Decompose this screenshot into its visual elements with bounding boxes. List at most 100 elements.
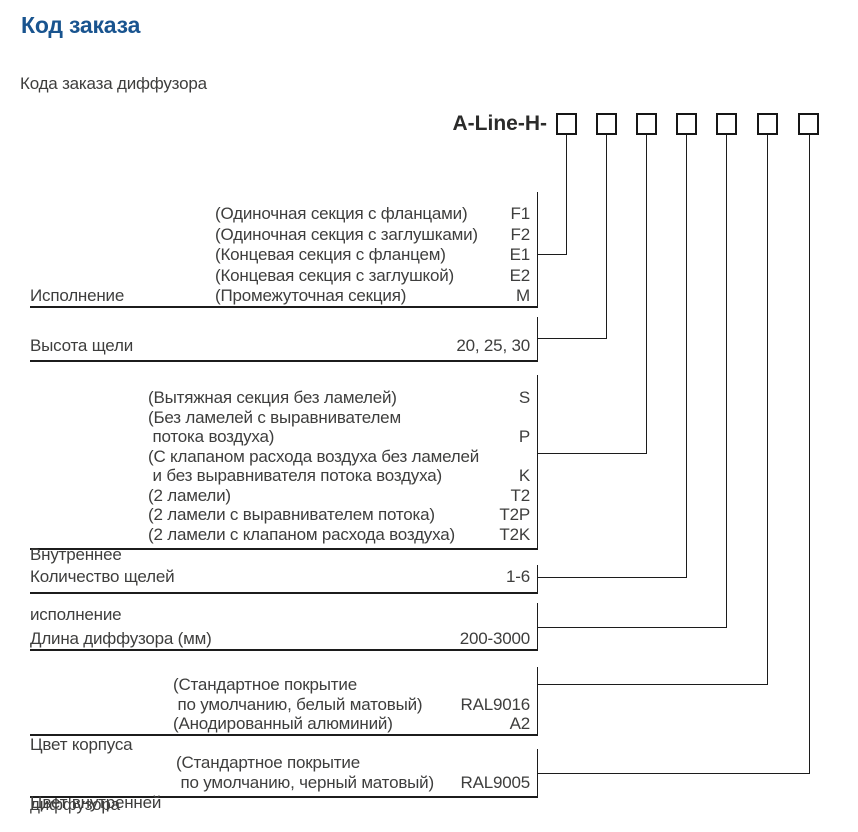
section-1-bracket — [536, 192, 538, 307]
section-4-row: Количество щелей 1-6 — [30, 567, 530, 587]
page-subtitle: Кода заказа диффузора — [20, 74, 207, 93]
section-1-underline — [30, 306, 538, 308]
box-6-drop-line — [766, 135, 768, 685]
option-text: (Концевая секция с фланцем) — [215, 245, 446, 264]
option-text: (Одиночная секция с фланцами) — [215, 204, 468, 223]
option-row: по умолчанию, черный матовый) RAL9005 — [176, 773, 531, 793]
option-code: K — [518, 466, 530, 485]
section-6-underline — [30, 734, 538, 736]
option-code: A2 — [509, 714, 531, 733]
option-code: T2P — [499, 505, 530, 524]
option-row: по умолчанию, белый матовый) RAL9016 — [173, 694, 531, 715]
section-6-options: (Стандартное покрытие по умолчанию, белы… — [173, 675, 530, 734]
code-box-1 — [556, 113, 577, 135]
option-text: (Вытяжная секция без ламелей) — [148, 388, 397, 407]
option-row: (Одиночная секция с фланцами) F1 — [215, 204, 530, 225]
section-4-underline — [30, 592, 538, 594]
option-row: (Анодированный алюминий) A2 — [173, 714, 530, 734]
section-6-label: Цвет корпуса диффузора — [30, 735, 133, 814]
section-6-connector — [537, 683, 768, 685]
option-code: T2 — [510, 485, 531, 505]
option-text: (2 ламели с выравнивателем потока) — [148, 505, 435, 524]
option-row: (Одиночная секция с заглушками) F2 — [215, 225, 530, 246]
section-7-options: (Стандартное покрытие по умолчанию, черн… — [176, 753, 530, 793]
option-row: (Стандартное покрытие — [173, 675, 530, 695]
section-5-connector — [537, 626, 727, 628]
section-4-connector — [537, 576, 687, 578]
section-2-row: Высота щели 20, 25, 30 — [30, 336, 530, 356]
code-prefix: A-Line-H- — [452, 112, 547, 135]
section-3-options: (Вытяжная секция без ламелей) S (Без лам… — [148, 388, 530, 544]
option-text: (Без ламелей с выравнивателем — [148, 407, 401, 427]
section-7-underline — [30, 796, 538, 798]
section-3-bracket — [536, 375, 538, 549]
option-code: S — [518, 388, 530, 407]
option-row: потока воздуха) P — [148, 427, 531, 447]
option-row: (2 ламели с выравнивателем потока) T2P — [148, 505, 530, 525]
option-code: T2K — [499, 524, 530, 544]
section-6-bracket — [536, 667, 538, 735]
box-7-drop-line — [808, 135, 810, 774]
option-code: F2 — [510, 224, 531, 244]
section-1-options: (Одиночная секция с фланцами) F1 (Одиноч… — [215, 204, 530, 307]
option-text: (2 ламели) — [148, 485, 231, 505]
option-row: (Без ламелей с выравнивателем — [148, 408, 530, 428]
option-row: (Концевая секция с заглушкой) E2 — [215, 266, 530, 287]
section-7-bracket — [536, 749, 538, 797]
section-1-connector — [537, 253, 567, 255]
section-4-label: Количество щелей — [30, 567, 175, 586]
section-2-label: Высота щели — [30, 336, 134, 355]
option-code: RAL9016 — [460, 694, 531, 714]
option-text: по умолчанию, черный матовый) — [176, 773, 435, 792]
section-4-value: 1-6 — [506, 567, 530, 586]
option-code: P — [518, 427, 530, 446]
section-2-underline — [30, 360, 538, 362]
code-box-3 — [636, 113, 657, 135]
page-title: Код заказа — [21, 12, 141, 38]
box-5-drop-line — [725, 135, 727, 628]
option-row: (Вытяжная секция без ламелей) S — [148, 388, 530, 408]
code-box-4 — [676, 113, 697, 135]
section-3-connector — [537, 452, 647, 454]
section-7-label: Цвет внутренней части диффузора — [30, 793, 162, 812]
section-5-value: 200-3000 — [459, 629, 530, 648]
section-3-underline — [30, 548, 538, 550]
option-text: и без выравнивателя потока воздуха) — [148, 466, 443, 485]
section-2-bracket — [536, 317, 538, 361]
option-row: (Стандартное покрытие — [176, 753, 530, 773]
box-1-drop-line — [565, 135, 567, 255]
box-2-drop-line — [605, 135, 607, 339]
option-row: (С клапаном расхода воздуха без ламелей — [148, 447, 530, 467]
section-5-underline — [30, 649, 538, 651]
code-box-6 — [757, 113, 778, 135]
option-text: (Одиночная секция с заглушками) — [215, 224, 478, 244]
option-code: RAL9005 — [460, 773, 531, 792]
option-text: (Анодированный алюминий) — [173, 714, 393, 733]
box-3-drop-line — [645, 135, 647, 454]
section-5-label: Длина диффузора (мм) — [30, 629, 212, 648]
box-4-drop-line — [685, 135, 687, 578]
code-box-2 — [596, 113, 617, 135]
code-box-7 — [798, 113, 819, 135]
option-code: E2 — [509, 265, 531, 285]
section-5-bracket — [536, 603, 538, 650]
option-code: M — [516, 286, 530, 305]
option-text: (Стандартное покрытие — [176, 753, 360, 772]
option-row: (2 ламели с клапаном расхода воздуха) T2… — [148, 525, 530, 545]
option-row: (Концевая секция с фланцем) E1 — [215, 245, 530, 266]
option-text: (Стандартное покрытие — [173, 675, 357, 694]
option-code: F1 — [510, 204, 531, 223]
section-4-bracket — [536, 565, 538, 593]
option-text: (2 ламели с клапаном расхода воздуха) — [148, 524, 455, 544]
option-text: (С клапаном расхода воздуха без ламелей — [148, 446, 480, 466]
section-1-label: Исполнение — [30, 286, 125, 305]
code-box-5 — [716, 113, 737, 135]
option-text: потока воздуха) — [148, 427, 275, 446]
option-row: (2 ламели) T2 — [148, 486, 530, 506]
option-row: и без выравнивателя потока воздуха) K — [148, 466, 531, 486]
option-text: по умолчанию, белый матовый) — [173, 694, 423, 714]
option-text: (Промежуточная секция) — [215, 286, 407, 305]
section-5-row: Длина диффузора (мм) 200-3000 — [30, 629, 530, 649]
section-2-value: 20, 25, 30 — [456, 336, 530, 355]
